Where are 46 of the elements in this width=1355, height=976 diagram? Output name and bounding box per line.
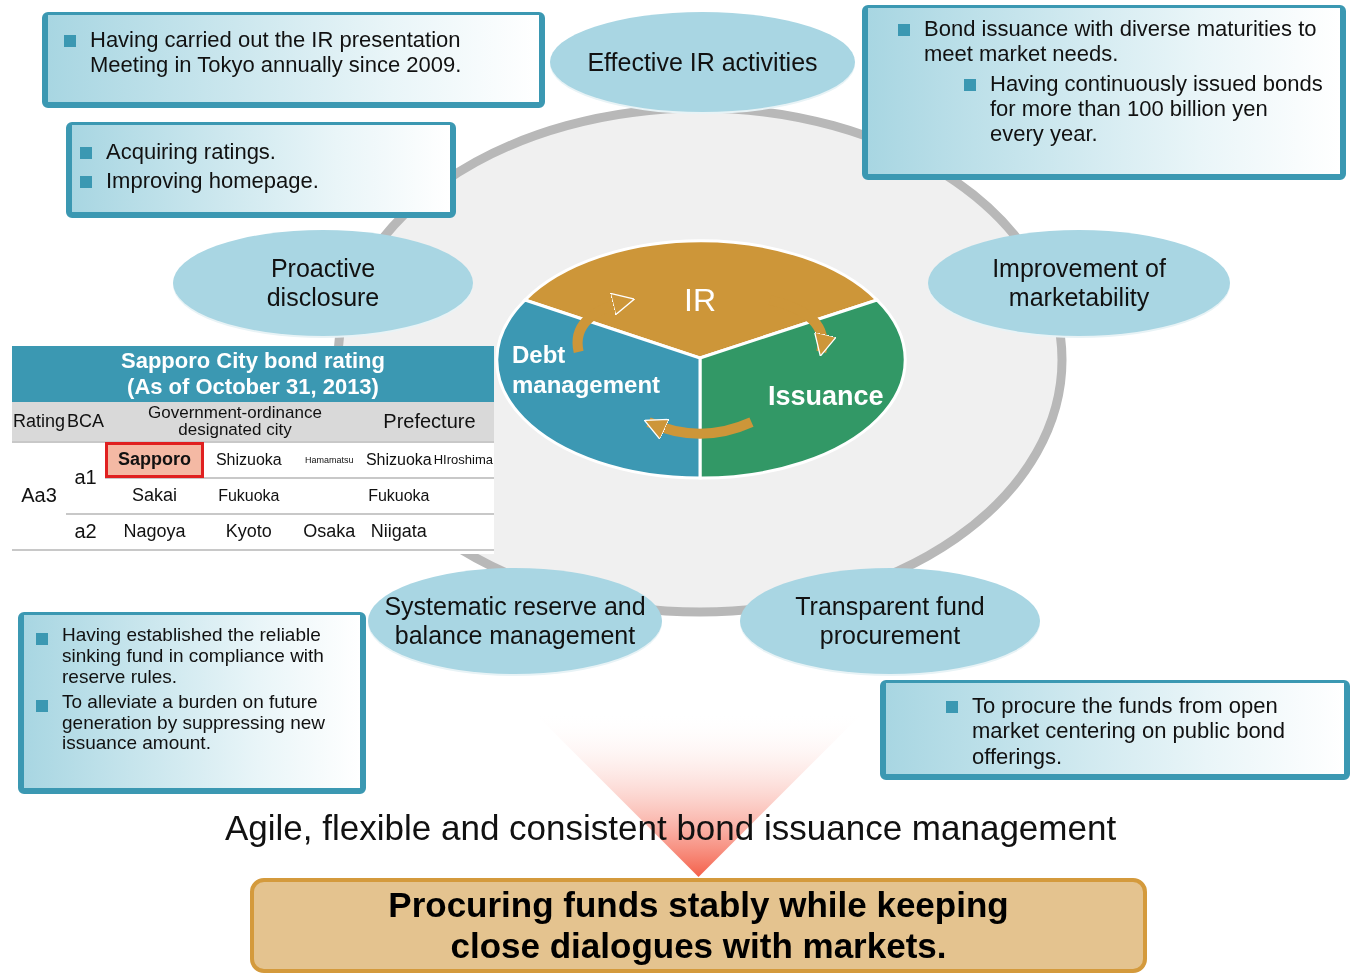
bullet-text: To alleviate a burden on future generation by suppressing new issuance amount. — [62, 691, 326, 755]
segment-label: Debt management — [512, 340, 662, 400]
bullet-text: Bond issuance with diverse maturities to meet market needs. — [924, 16, 1318, 67]
text-panel — [66, 122, 456, 218]
node-label: Transparent fund procurement — [794, 592, 986, 650]
text-panel — [880, 680, 1350, 780]
bullet-text: Acquiring ratings. — [106, 139, 276, 165]
city-name: Osaka — [293, 513, 365, 550]
column-header: Prefecture — [364, 401, 494, 442]
segment-label: IR — [683, 281, 717, 320]
node-label: Proactive disclosure — [265, 254, 381, 312]
segment-label: Issuance — [768, 380, 885, 413]
rating-value: a2 — [66, 513, 106, 550]
node-label: Effective IR activities — [587, 47, 818, 77]
city-name: Shizuoka — [204, 441, 294, 478]
prefecture-name: Shizuoka — [364, 441, 433, 478]
bullet-text: Improving homepage. — [106, 168, 319, 194]
conclusion-text: Agile, flexible and consistent bond issuance management — [225, 808, 1117, 848]
city-name: Sapporo — [105, 441, 205, 478]
text-panel — [18, 612, 366, 794]
prefecture-name: HIroshima — [432, 441, 494, 478]
prefecture-name: Fukuoka — [364, 477, 433, 514]
node-label: Improvement of marketability — [991, 254, 1167, 312]
goal-text: Procuring funds stably while keeping close dialogues with markets. — [387, 885, 1010, 966]
city-name: Kyoto — [204, 513, 294, 550]
bullet-text: To procure the funds from open market centering on public bond offerings. — [972, 693, 1287, 769]
column-header: BCA — [66, 401, 106, 442]
text-panel — [862, 5, 1346, 180]
column-header: Rating — [12, 401, 67, 442]
table-title: Sapporo City bond rating (As of October 31, 2013) — [12, 346, 494, 402]
city-name: Nagoya — [105, 513, 205, 550]
goal-box — [250, 878, 1147, 973]
bullet-text: Having carried out the IR presentation Meeting in Tokyo annually since 2009. — [90, 27, 463, 78]
curved-arrow — [643, 417, 754, 440]
bullet-text: Having established the reliable sinking fund in compliance with reserve rules. — [62, 625, 325, 688]
city-name: Sakai — [105, 477, 205, 514]
bullet-text: Having continuously issued bonds for more than 100 billion yen every year. — [990, 70, 1324, 147]
column-header: Government-ordinance designated city — [105, 401, 365, 442]
rating-value: a1 — [66, 441, 106, 514]
node-label: Systematic reserve and balance management — [383, 592, 647, 650]
prefecture-name: Niigata — [364, 513, 433, 550]
rating-value: Aa3 — [12, 441, 67, 550]
curved-arrow — [572, 293, 636, 353]
city-name: Hamamatsu — [293, 441, 365, 478]
text-panel — [42, 12, 545, 108]
city-name: Fukuoka — [204, 477, 294, 514]
